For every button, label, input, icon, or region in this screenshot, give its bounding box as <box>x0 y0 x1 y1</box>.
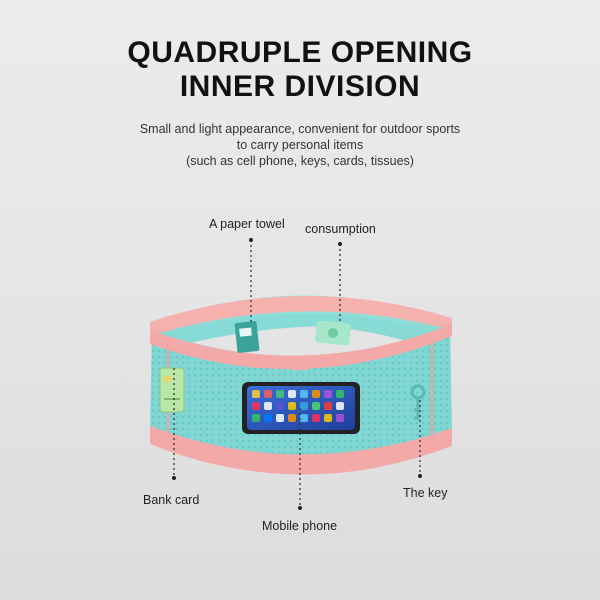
bank-card-icon <box>159 367 185 413</box>
description-line-3: (such as cell phone, keys, cards, tissue… <box>186 154 414 168</box>
description-line-1: Small and light appearance, convenient f… <box>139 122 461 136</box>
callout-dot-key <box>418 474 422 478</box>
smartphone-icon <box>242 382 360 434</box>
description-line-2: to carry personal items <box>236 138 364 152</box>
callout-dot-phone <box>298 506 302 510</box>
callout-consumption: consumption <box>305 222 376 236</box>
belt-top-trim-back <box>150 295 452 336</box>
heading-line-1: QUADRUPLE OPENING <box>127 36 473 69</box>
callout-lines <box>173 240 421 506</box>
callout-dot-towel <box>249 238 253 242</box>
belt-top-trim-front <box>150 324 452 370</box>
belt-bottom-trim <box>150 426 452 475</box>
banknote-icon <box>315 320 351 346</box>
callout-paper-towel: A paper towel <box>209 217 285 231</box>
callout-dot-consumption <box>338 242 342 246</box>
callout-the-key: The key <box>403 486 448 500</box>
callout-bank-card: Bank card <box>143 493 200 507</box>
heading-line-2: INNER DIVISION <box>179 70 421 103</box>
callout-mobile-phone: Mobile phone <box>262 519 338 533</box>
tissue-pack-icon <box>234 321 260 353</box>
key-icon <box>410 384 426 420</box>
callout-dot-bank <box>172 476 176 480</box>
